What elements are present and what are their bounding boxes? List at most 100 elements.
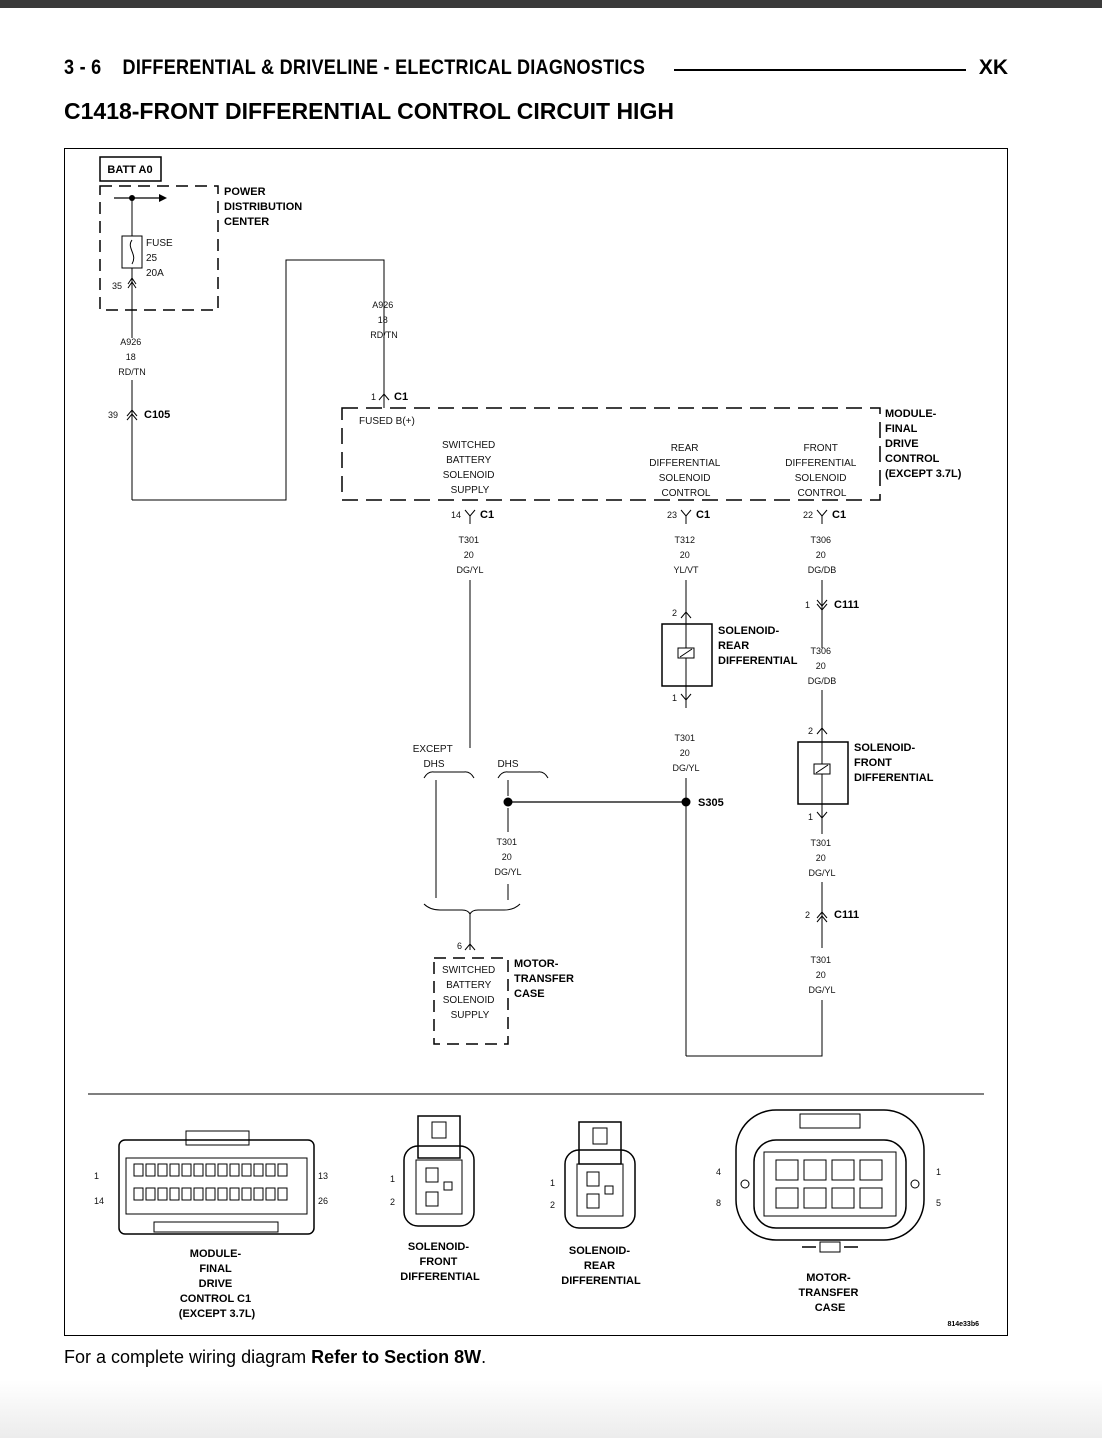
c1-pin23-connector <box>680 509 692 524</box>
c1-pin14-connector <box>464 509 476 524</box>
mtc-conn-pin4: 4 <box>716 1167 721 1177</box>
front-conn-pin2: 2 <box>390 1197 395 1207</box>
front-sol-pin1: 1 <box>808 812 813 822</box>
page-title: C1418-FRONT DIFFERENTIAL CONTROL CIRCUIT… <box>64 98 674 124</box>
c1-pin22-label: 22 <box>803 510 813 520</box>
c1-pin22-connector <box>816 509 828 524</box>
section-title: DIFFERENTIAL & DRIVELINE - ELECTRICAL DI… <box>122 56 646 79</box>
page-header: 3 - 6 DIFFERENTIAL & DRIVELINE - ELECTRI… <box>64 56 1008 82</box>
module-conn-pin26: 26 <box>318 1196 328 1206</box>
mtc-pin6: 6 <box>457 941 462 951</box>
rear-sol-pin1: 1 <box>672 693 677 703</box>
mtc-connector-view <box>735 1109 925 1253</box>
module-label: MODULE- FINAL DRIVE CONTROL (EXCEPT 3.7L… <box>885 408 962 480</box>
wire-t301-b-label: T301 20 DG/YL <box>672 733 699 773</box>
model-code: XK <box>978 56 1008 79</box>
c1-top-label: C1 <box>394 391 408 403</box>
c105-pin: 39 <box>108 410 118 420</box>
mtc-conn-pin8: 8 <box>716 1198 721 1208</box>
front-conn-label: SOLENOID- FRONT DIFFERENTIAL <box>400 1241 480 1283</box>
c1-pin23-conn: C1 <box>696 509 710 521</box>
mtc-conn-pin1: 1 <box>936 1167 941 1177</box>
batt-label: BATT A0 <box>107 164 152 176</box>
top-bar <box>0 0 1102 8</box>
rear-coil-slash <box>679 648 693 658</box>
mtc-supply-label: SWITCHED BATTERY SOLENOID SUPPLY <box>442 965 498 1021</box>
s305-label: S305 <box>698 797 724 809</box>
rear-diff-ctrl-label: REAR DIFFERENTIAL SOLENOID CONTROL <box>649 443 723 499</box>
front-sol-pin1-connector <box>816 804 828 834</box>
front-coil-slash <box>815 764 829 774</box>
pdc-box <box>99 185 219 311</box>
c111-pin2: 2 <box>805 910 810 920</box>
fuse-pin: 35 <box>112 281 122 291</box>
mtc-label: MOTOR- TRANSFER CASE <box>514 958 577 1000</box>
header-rule <box>674 69 966 71</box>
rear-sol-pin1-connector <box>680 686 692 708</box>
c1-top-pin: 1 <box>371 392 376 402</box>
option-brackets-top <box>423 771 549 779</box>
batt-arrow <box>159 194 167 202</box>
c105-connector <box>126 409 138 421</box>
wiring-diagram: BATT A0 POWER DISTRIBUTION CENTER FUSE 2… <box>64 148 1008 1336</box>
c111-bottom-label: C111 <box>834 909 859 921</box>
wire-t301-c-label: T301 20 DG/YL <box>494 837 521 877</box>
front-sol-pin2-connector <box>816 727 828 735</box>
pdc-label: POWER DISTRIBUTION CENTER <box>224 186 305 228</box>
batt-box <box>99 156 162 182</box>
footer-text: For a complete wiring diagram <box>64 1347 312 1367</box>
mtc-conn-pin5: 5 <box>936 1198 941 1208</box>
module-conn-label: MODULE- FINAL DRIVE CONTROL C1 (EXCEPT 3… <box>179 1248 256 1320</box>
front-sol-connector-view <box>403 1115 475 1227</box>
rear-solenoid <box>661 623 713 687</box>
c1-pin22-conn: C1 <box>832 509 846 521</box>
rear-sol-label: SOLENOID- REAR DIFFERENTIAL <box>718 625 798 667</box>
wire-t301-e-label: T301 20 DG/YL <box>808 955 835 995</box>
rear-sol-pin2: 2 <box>672 608 677 618</box>
c111-top-connector <box>816 599 828 611</box>
c111-top-label: C111 <box>834 599 859 611</box>
c1-top-connector <box>378 393 390 401</box>
module-box <box>341 407 881 501</box>
mtc-box <box>433 957 509 1045</box>
front-sol-label: SOLENOID- FRONT DIFFERENTIAL <box>854 742 934 784</box>
module-connector-view <box>118 1130 315 1235</box>
c111-pin1: 1 <box>805 600 810 610</box>
wire-t312-label: T312 20 YL/VT <box>673 535 699 575</box>
c1-pin14-conn: C1 <box>480 509 494 521</box>
mtc-pin6-connector <box>464 943 476 951</box>
wire-a926-left-label: A926 18 RD/TN <box>118 337 146 377</box>
wire-t301-front-return <box>686 1000 823 1057</box>
rear-conn-label: SOLENOID- REAR DIFFERENTIAL <box>561 1245 641 1287</box>
fused-b-label: FUSED B(+) <box>359 416 415 427</box>
except-dhs-label: EXCEPT DHS <box>413 744 456 770</box>
figure-id: 814e33b6 <box>947 1321 979 1328</box>
front-diff-ctrl-label: FRONT DIFFERENTIAL SOLENOID CONTROL <box>785 443 859 499</box>
fuse-element <box>129 239 135 265</box>
rear-sol-connector-view <box>564 1121 636 1229</box>
module-conn-pin1: 1 <box>94 1171 99 1181</box>
front-sol-pin2: 2 <box>808 726 813 736</box>
wire-t306-b-label: T306 20 DG/DB <box>808 646 837 686</box>
diagram-frame <box>64 148 1008 1336</box>
wire-t301-a-label: T301 20 DG/YL <box>456 535 483 575</box>
c1-pin14-label: 14 <box>451 510 461 520</box>
c105-label: C105 <box>144 409 170 421</box>
wire-a926-top-label: A926 18 RD/TN <box>370 300 398 340</box>
module-conn-pin14: 14 <box>94 1196 104 1206</box>
rear-sol-pin2-connector <box>680 611 692 619</box>
front-solenoid <box>797 741 849 805</box>
c111-bottom-connector <box>816 911 828 923</box>
footer-reference: Refer to Section 8W <box>311 1347 482 1367</box>
c1-pin23-label: 23 <box>667 510 677 520</box>
rear-conn-pin2: 2 <box>550 1200 555 1210</box>
option-brackets-bottom <box>423 903 521 916</box>
fuse-chevron <box>127 277 137 289</box>
front-conn-pin1: 1 <box>390 1174 395 1184</box>
fuse-label: FUSE 25 20A <box>146 238 175 279</box>
footer-note: For a complete wiring diagram Refer to S… <box>64 1347 486 1368</box>
wire-a926-loop <box>132 259 385 501</box>
footer-end: . <box>481 1347 487 1367</box>
dhs-label: DHS <box>497 759 518 770</box>
wire-t306-a-label: T306 20 DG/DB <box>808 535 837 575</box>
